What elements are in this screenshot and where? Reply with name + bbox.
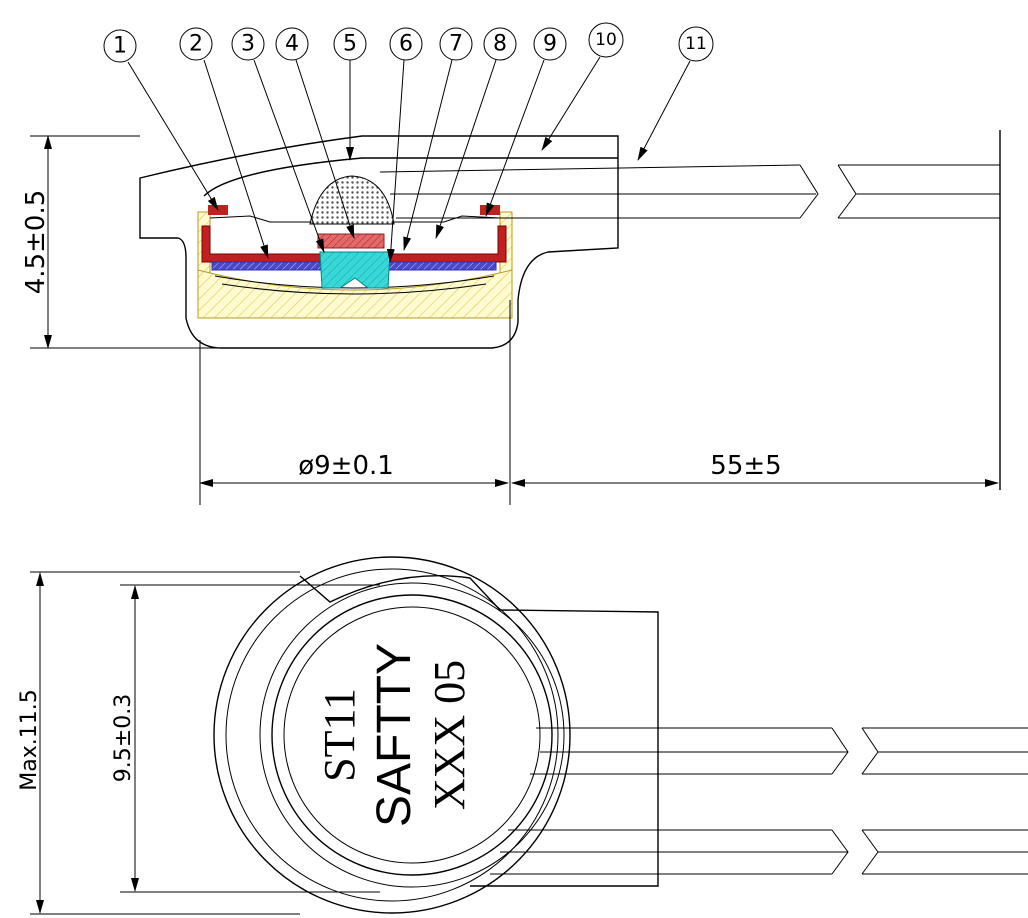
blue-layer-right bbox=[385, 261, 497, 271]
ring-3 bbox=[259, 582, 565, 888]
width-dimensions: ø9±0.1 55±5 bbox=[199, 300, 999, 505]
lead-wires-bottom bbox=[490, 727, 1028, 875]
callout-7: 7 bbox=[403, 27, 473, 251]
callout-1-label: 1 bbox=[113, 34, 127, 59]
callout-7-label: 7 bbox=[449, 32, 463, 57]
body-width-label: 9.5±0.3 bbox=[111, 694, 136, 782]
plan-body-outline bbox=[299, 575, 659, 887]
height-dimension: 4.5±0.5 bbox=[21, 135, 222, 349]
callout-5-label: 5 bbox=[343, 32, 357, 57]
blue-layer-left bbox=[211, 261, 323, 271]
height-dim-label: 4.5±0.5 bbox=[21, 190, 51, 294]
solder-dome bbox=[309, 175, 395, 225]
marking-line-2: SAFTTY bbox=[368, 643, 421, 827]
sensor-element bbox=[319, 251, 391, 289]
body-width-dimension: 9.5±0.3 bbox=[111, 584, 380, 893]
callout-4-label: 4 bbox=[285, 32, 299, 57]
callout-5: 5 bbox=[333, 27, 367, 161]
callout-2: 2 bbox=[179, 27, 269, 259]
callout-10-label: 10 bbox=[595, 30, 617, 50]
callout-11: 11 bbox=[637, 26, 714, 161]
contact-pad bbox=[317, 233, 385, 249]
section-view: 1 2 3 4 5 6 7 bbox=[21, 22, 1001, 505]
callout-3-label: 3 bbox=[241, 32, 255, 57]
diameter-dim-label: ø9±0.1 bbox=[298, 451, 394, 481]
marking-line-1: ST11 bbox=[315, 688, 364, 782]
callout-10: 10 bbox=[541, 22, 624, 151]
lead-wires-top bbox=[379, 130, 1001, 490]
callout-4: 4 bbox=[275, 27, 355, 239]
callout-8-label: 8 bbox=[493, 32, 507, 57]
ring-2 bbox=[225, 568, 559, 902]
outer-ring bbox=[213, 556, 571, 914]
bottom-arc bbox=[214, 275, 495, 289]
body-outline bbox=[139, 135, 619, 349]
callout-3: 3 bbox=[231, 27, 325, 253]
plan-view: ST11 SAFTTY XXX 05 Max.11.5 9.5±0.3 bbox=[17, 556, 1028, 915]
callout-1: 1 bbox=[103, 29, 219, 211]
bottom-arc-2 bbox=[221, 283, 487, 295]
callout-8: 8 bbox=[435, 27, 517, 239]
callout-2-label: 2 bbox=[189, 32, 203, 57]
callout-11-label: 11 bbox=[685, 34, 707, 54]
callout-6: 6 bbox=[386, 27, 423, 263]
marking-disc bbox=[271, 594, 553, 876]
callout-9: 9 bbox=[485, 27, 567, 217]
max-width-dimension: Max.11.5 bbox=[17, 571, 300, 915]
max-width-label: Max.11.5 bbox=[17, 689, 42, 790]
lid-line bbox=[203, 157, 618, 197]
marking-line-3: XXX 05 bbox=[425, 660, 474, 810]
callout-9-label: 9 bbox=[543, 32, 557, 57]
callout-6-label: 6 bbox=[399, 32, 413, 57]
inner-ring bbox=[283, 606, 541, 864]
lead-length-dim-label: 55±5 bbox=[710, 451, 781, 481]
